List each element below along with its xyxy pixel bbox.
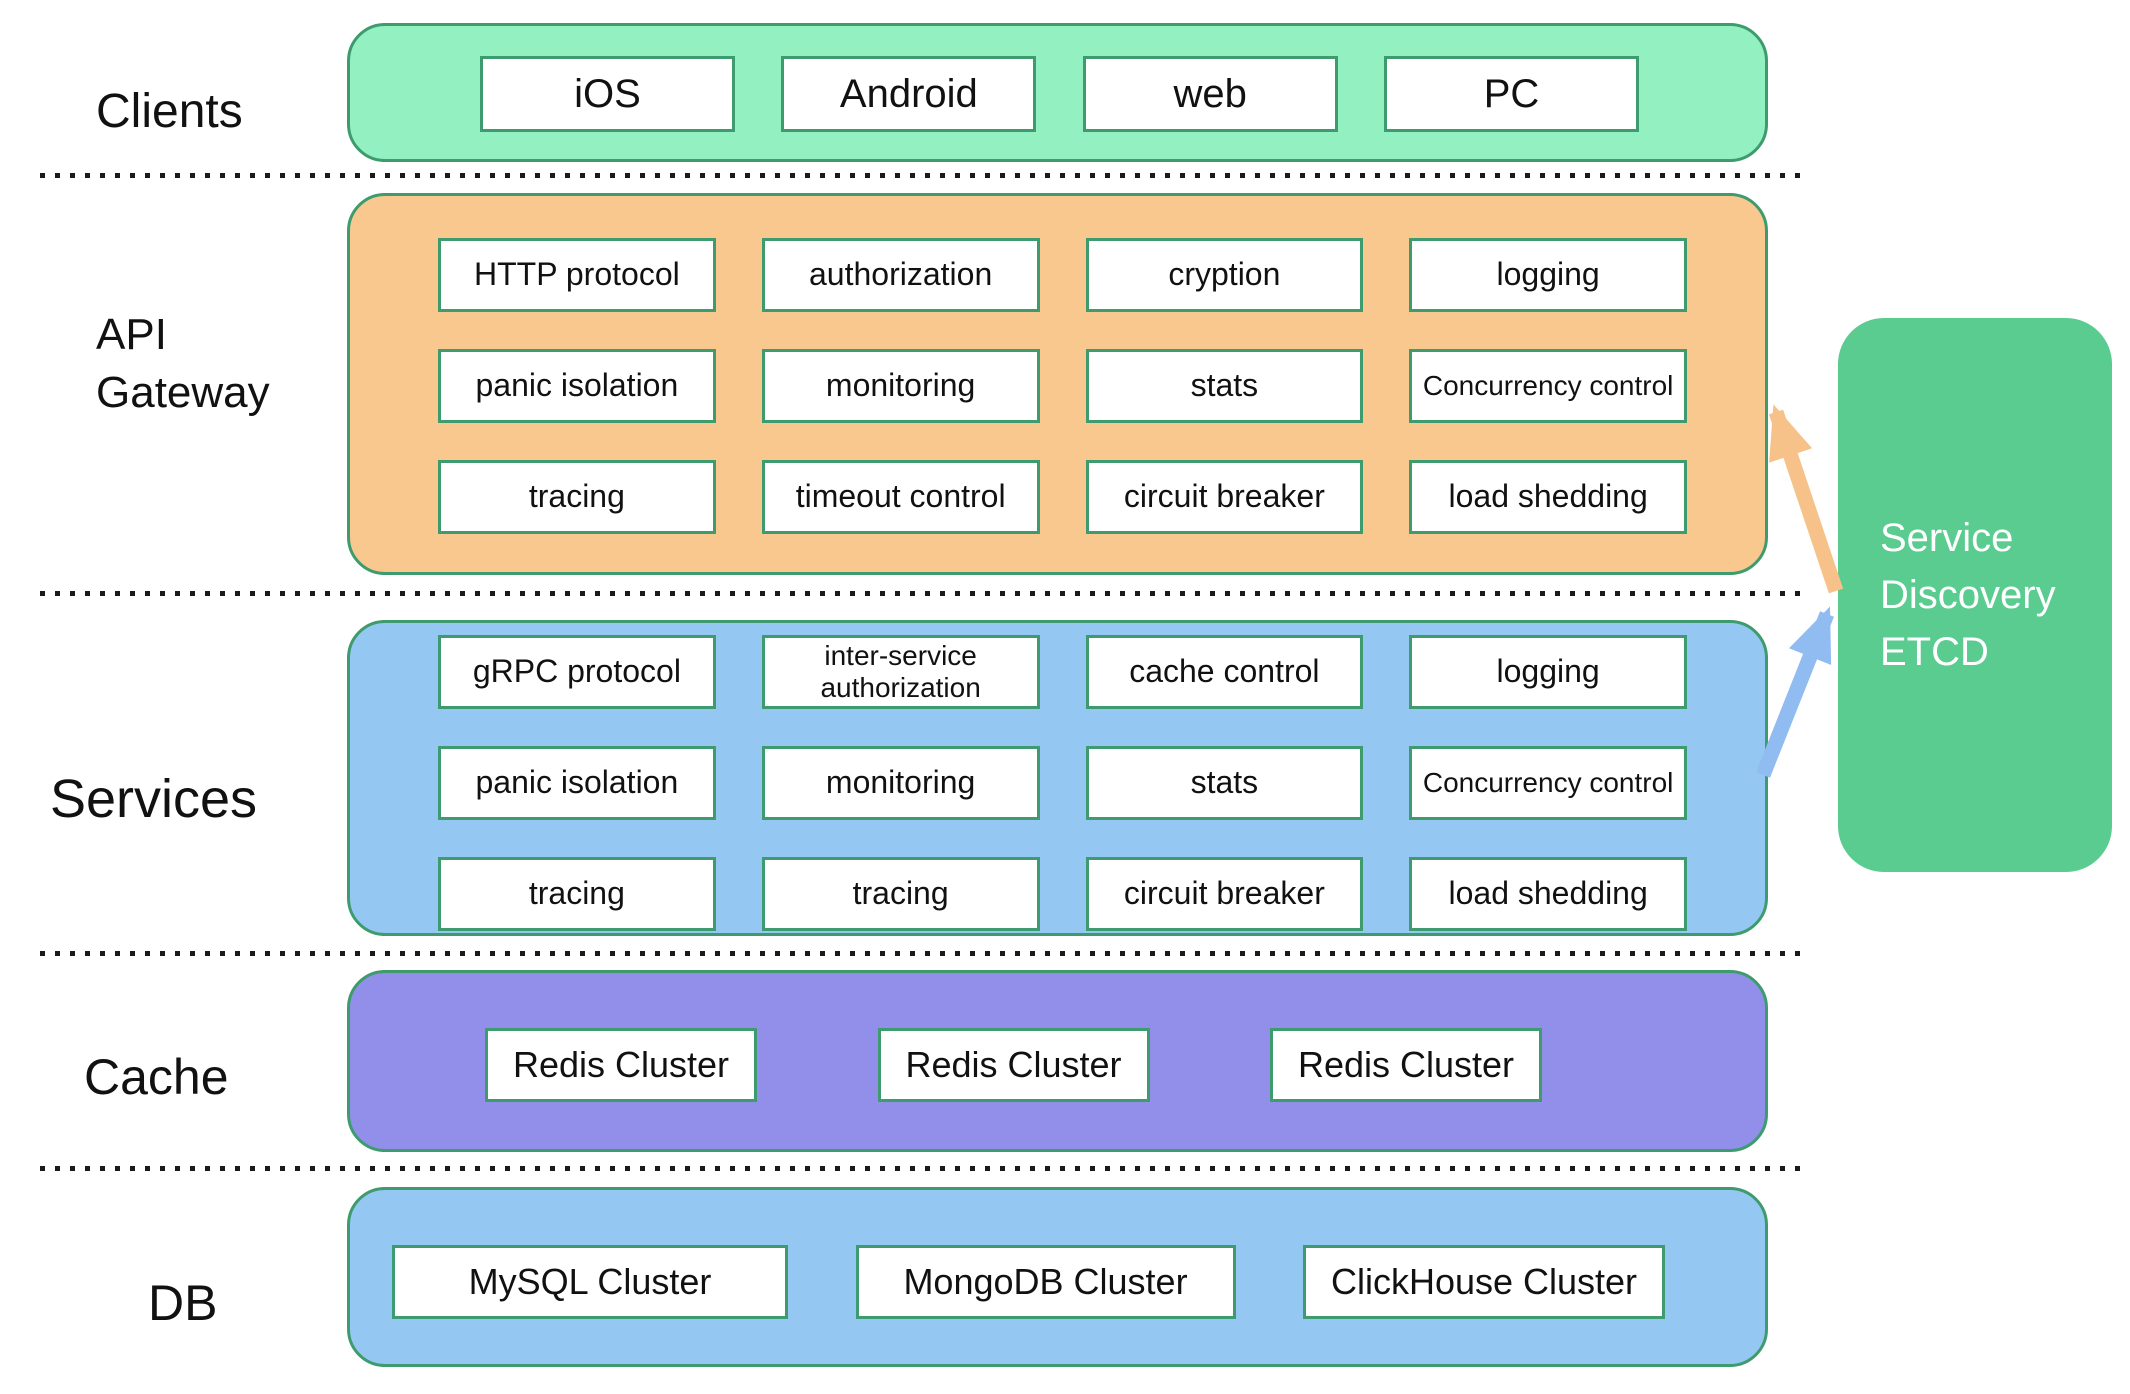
- services-node-grpc-protocol: gRPC protocol: [438, 635, 716, 709]
- node-pc: PC: [1383, 56, 1639, 132]
- gateway-node-circuit-breaker: circuit breaker: [1085, 460, 1364, 534]
- gateway-node-monitoring: monitoring: [761, 349, 1040, 423]
- gateway-node-tracing: tracing: [438, 460, 716, 534]
- api-gateway-label-line2: Gateway: [96, 368, 270, 417]
- api-gateway-layer-label: API Gateway: [96, 306, 270, 422]
- services-node-concurrency-control: Concurrency control: [1409, 746, 1687, 820]
- separator-clients-gateway: [40, 173, 1800, 178]
- db-node-mysql-cluster: MySQL Cluster: [392, 1245, 788, 1319]
- node-android: Android: [781, 56, 1037, 132]
- gateway-node-stats: stats: [1085, 349, 1364, 423]
- services-layer-label: Services: [50, 769, 258, 829]
- services-node-monitoring: monitoring: [761, 746, 1040, 820]
- etcd-label-line2: Discovery: [1880, 572, 2056, 617]
- cache-node-redis-cluster-3: Redis Cluster: [1270, 1028, 1542, 1102]
- blue-arrow-services-to-etcd: [1756, 606, 1834, 778]
- cache-layer-box: Redis Cluster Redis Cluster Redis Cluste…: [347, 970, 1768, 1152]
- separator-cache-db: [40, 1166, 1800, 1171]
- services-node-inter-service-authorization: inter-service authorization: [761, 635, 1040, 709]
- gateway-node-concurrency-control: Concurrency control: [1409, 349, 1687, 423]
- services-node-panic-isolation: panic isolation: [438, 746, 716, 820]
- db-layer-label: DB: [148, 1275, 218, 1331]
- separator-gateway-services: [40, 591, 1800, 596]
- orange-arrow-etcd-to-gateway: [1768, 404, 1844, 594]
- services-node-tracing-2: tracing: [761, 857, 1040, 931]
- services-layer-box: gRPC protocol inter-service authorizatio…: [347, 620, 1768, 936]
- gateway-node-http-protocol: HTTP protocol: [438, 238, 716, 312]
- gateway-node-timeout-control: timeout control: [761, 460, 1040, 534]
- etcd-label-line1: Service: [1880, 515, 2014, 560]
- cache-node-redis-cluster-2: Redis Cluster: [877, 1028, 1150, 1102]
- cache-node-redis-cluster-1: Redis Cluster: [485, 1028, 757, 1102]
- service-discovery-etcd-box: Service Discovery ETCD: [1838, 318, 2112, 872]
- cache-layer-label: Cache: [84, 1049, 229, 1105]
- db-node-mongodb-cluster: MongoDB Cluster: [855, 1245, 1236, 1319]
- gateway-node-panic-isolation: panic isolation: [438, 349, 716, 423]
- services-node-logging: logging: [1409, 635, 1687, 709]
- etcd-label-line3: ETCD: [1880, 629, 1989, 674]
- node-web: web: [1082, 56, 1338, 132]
- db-node-clickhouse-cluster: ClickHouse Cluster: [1303, 1245, 1665, 1319]
- services-node-stats: stats: [1085, 746, 1364, 820]
- api-gateway-label-line1: API: [96, 310, 167, 359]
- services-node-cache-control: cache control: [1085, 635, 1364, 709]
- gateway-node-load-shedding: load shedding: [1409, 460, 1687, 534]
- services-node-tracing-1: tracing: [438, 857, 716, 931]
- gateway-node-authorization: authorization: [761, 238, 1040, 312]
- clients-layer-label: Clients: [96, 85, 243, 138]
- db-layer-box: MySQL Cluster MongoDB Cluster ClickHouse…: [347, 1187, 1768, 1367]
- node-ios: iOS: [480, 56, 735, 132]
- services-node-circuit-breaker: circuit breaker: [1085, 857, 1364, 931]
- clients-layer-box: iOS Android web PC: [347, 23, 1768, 162]
- services-node-load-shedding: load shedding: [1409, 857, 1687, 931]
- gateway-node-cryption: cryption: [1085, 238, 1364, 312]
- separator-services-cache: [40, 951, 1800, 956]
- api-gateway-layer-box: HTTP protocol authorization cryption log…: [347, 193, 1768, 575]
- gateway-node-logging: logging: [1409, 238, 1687, 312]
